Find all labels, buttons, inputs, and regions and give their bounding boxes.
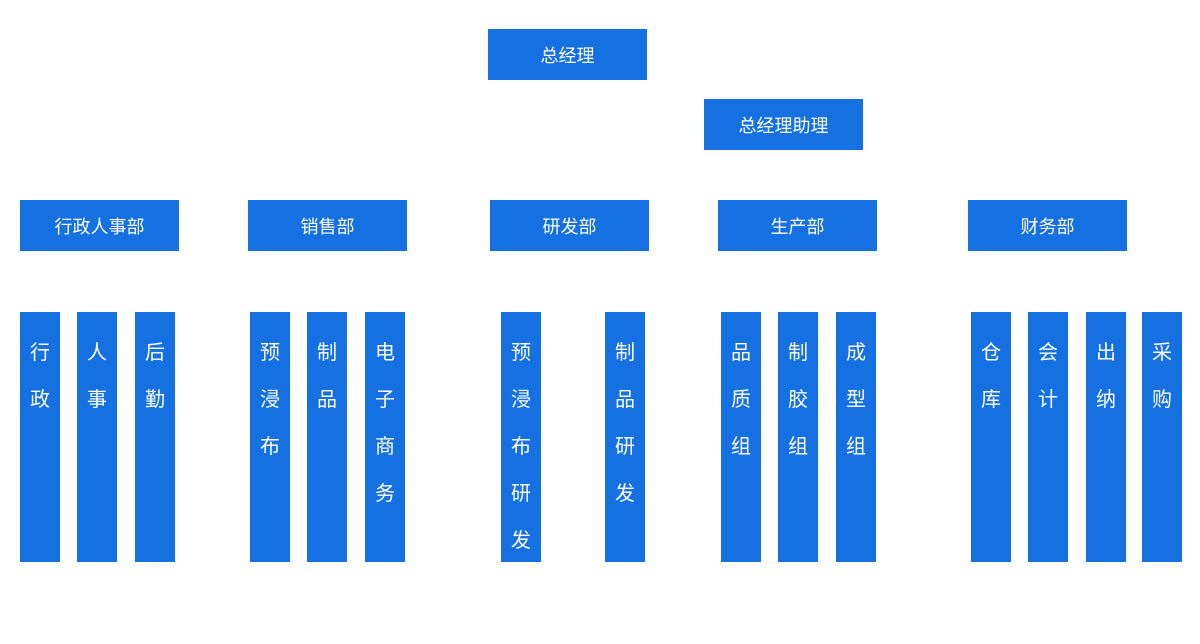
sub-unit-label: 采购 [1152, 340, 1172, 411]
dept-sales: 销售部 [248, 200, 407, 251]
sub-unit: 出纳 [1086, 312, 1126, 562]
sub-unit-label: 后勤 [145, 340, 165, 411]
sub-unit-label: 出纳 [1096, 340, 1116, 411]
sub-unit: 制胶组 [778, 312, 818, 562]
sub-unit: 后勤 [135, 312, 175, 562]
sub-unit: 制品研发 [605, 312, 645, 562]
sub-unit: 采购 [1142, 312, 1182, 562]
sub-unit: 行政 [20, 312, 60, 562]
sub-unit-label: 制品 [317, 340, 337, 411]
sub-unit: 仓库 [971, 312, 1011, 562]
sub-unit-label: 预浸布研发 [511, 340, 531, 552]
sub-unit-label: 预浸布 [260, 340, 280, 458]
sub-unit: 制品 [307, 312, 347, 562]
sub-unit: 电子商务 [365, 312, 405, 562]
sub-unit: 人事 [77, 312, 117, 562]
sub-unit-label: 制胶组 [788, 340, 808, 458]
sub-unit: 会计 [1028, 312, 1068, 562]
assistant-manager-node: 总经理助理 [704, 99, 863, 150]
sub-unit-label: 成型组 [846, 340, 866, 458]
dept-production: 生产部 [718, 200, 877, 251]
sub-unit-label: 人事 [87, 340, 107, 411]
general-manager-node: 总经理 [488, 29, 647, 80]
dept-finance: 财务部 [968, 200, 1127, 251]
sub-unit: 品质组 [721, 312, 761, 562]
dept-rnd: 研发部 [490, 200, 649, 251]
sub-unit-label: 品质组 [731, 340, 751, 458]
sub-unit: 预浸布 [250, 312, 290, 562]
sub-unit: 预浸布研发 [501, 312, 541, 562]
sub-unit-label: 电子商务 [375, 340, 395, 505]
sub-unit: 成型组 [836, 312, 876, 562]
sub-unit-label: 制品研发 [615, 340, 635, 505]
sub-unit-label: 仓库 [981, 340, 1001, 411]
sub-unit-label: 行政 [30, 340, 50, 411]
sub-unit-label: 会计 [1038, 340, 1058, 411]
dept-admin-hr: 行政人事部 [20, 200, 179, 251]
